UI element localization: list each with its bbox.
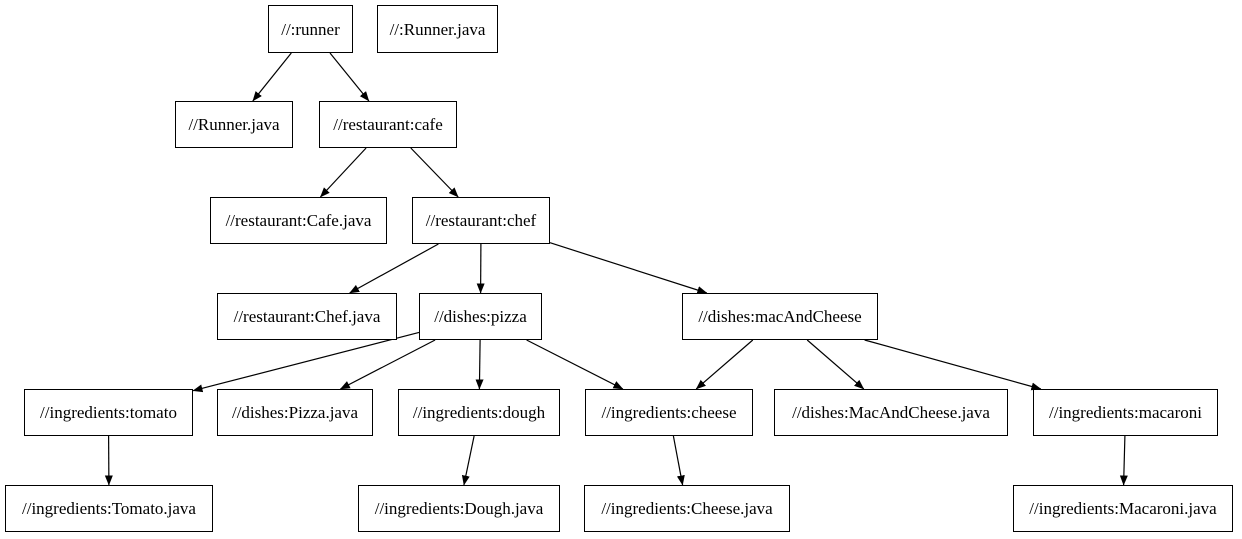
graph-edge-pizza-to-cheese [526,339,624,390]
graph-node-dough-java: //ingredients:Dough.java [358,485,560,532]
graph-node-label: //ingredients:Cheese.java [601,499,773,518]
graph-edge-cafe-to-cafe-java [319,147,367,198]
graph-node-cafe-java: //restaurant:Cafe.java [210,197,387,244]
graph-edge-pizza-to-pizza-java [339,339,436,390]
graph-edge-runner-to-runner-java [252,52,292,102]
graph-node-runner-java-root: //:Runner.java [377,5,498,53]
graph-edge-runner-to-cafe [329,52,370,102]
graph-node-macaroni-java: //ingredients:Macaroni.java [1013,485,1233,532]
graph-edge-pizza-to-dough [475,339,484,390]
graph-node-mac-and-cheese: //dishes:macAndCheese [682,293,878,340]
graph-node-cheese: //ingredients:cheese [585,389,753,436]
graph-edge-chef-to-mac-and-cheese [549,242,708,294]
graph-node-label: //ingredients:dough [412,403,546,422]
graph-edge-cafe-to-chef [410,147,459,198]
graph-node-mac-and-cheese-java: //dishes:MacAndCheese.java [774,389,1008,436]
graph-node-chef-java: //restaurant:Chef.java [217,293,397,340]
graph-node-label: //ingredients:tomato [40,403,177,422]
graph-node-tomato: //ingredients:tomato [24,389,193,436]
graph-node-label: //ingredients:Tomato.java [22,499,196,518]
graph-node-tomato-java: //ingredients:Tomato.java [5,485,213,532]
graph-node-label: //dishes:macAndCheese [698,307,862,326]
graph-node-label: //ingredients:cheese [601,403,737,422]
graph-edge-dough-to-dough-java [461,435,475,486]
graph-node-cheese-java: //ingredients:Cheese.java [584,485,790,532]
graph-node-runner: //:runner [268,5,353,53]
graph-node-dough: //ingredients:dough [398,389,560,436]
graph-node-runner-java: //Runner.java [175,101,293,148]
graph-edge-macaroni-to-macaroni-java [1119,435,1128,486]
graph-node-label: //ingredients:macaroni [1049,403,1202,422]
graph-node-label: //restaurant:cafe [333,115,443,134]
graph-node-chef: //restaurant:chef [412,197,550,244]
graph-node-label: //dishes:MacAndCheese.java [792,403,990,422]
graph-edge-cheese-to-cheese-java [672,435,685,486]
graph-node-label: //restaurant:Chef.java [233,307,381,326]
graph-node-label: //ingredients:Dough.java [374,499,544,518]
graph-node-label: //:Runner.java [389,19,486,39]
graph-edge-pizza-to-tomato [192,331,420,393]
graph-node-label: //dishes:Pizza.java [231,403,359,422]
graph-node-macaroni: //ingredients:macaroni [1033,389,1218,436]
graph-edge-mac-and-cheese-to-cheese [695,339,754,390]
graph-node-label: //:runner [281,19,340,39]
graph-node-label: //restaurant:Cafe.java [225,211,372,230]
graph-edge-mac-and-cheese-to-mac-and-cheese-java [806,339,865,390]
graph-node-cafe: //restaurant:cafe [319,101,457,148]
graph-edge-chef-to-chef-java [349,243,439,294]
graph-node-label: //dishes:pizza [434,307,527,326]
graph-node-pizza: //dishes:pizza [419,293,542,340]
graph-edge-mac-and-cheese-to-macaroni [864,339,1042,391]
graph-node-label: //ingredients:Macaroni.java [1029,499,1217,518]
graph-node-label: //Runner.java [188,115,280,134]
graph-node-label: //restaurant:chef [425,211,537,230]
graph-node-pizza-java: //dishes:Pizza.java [217,389,373,436]
